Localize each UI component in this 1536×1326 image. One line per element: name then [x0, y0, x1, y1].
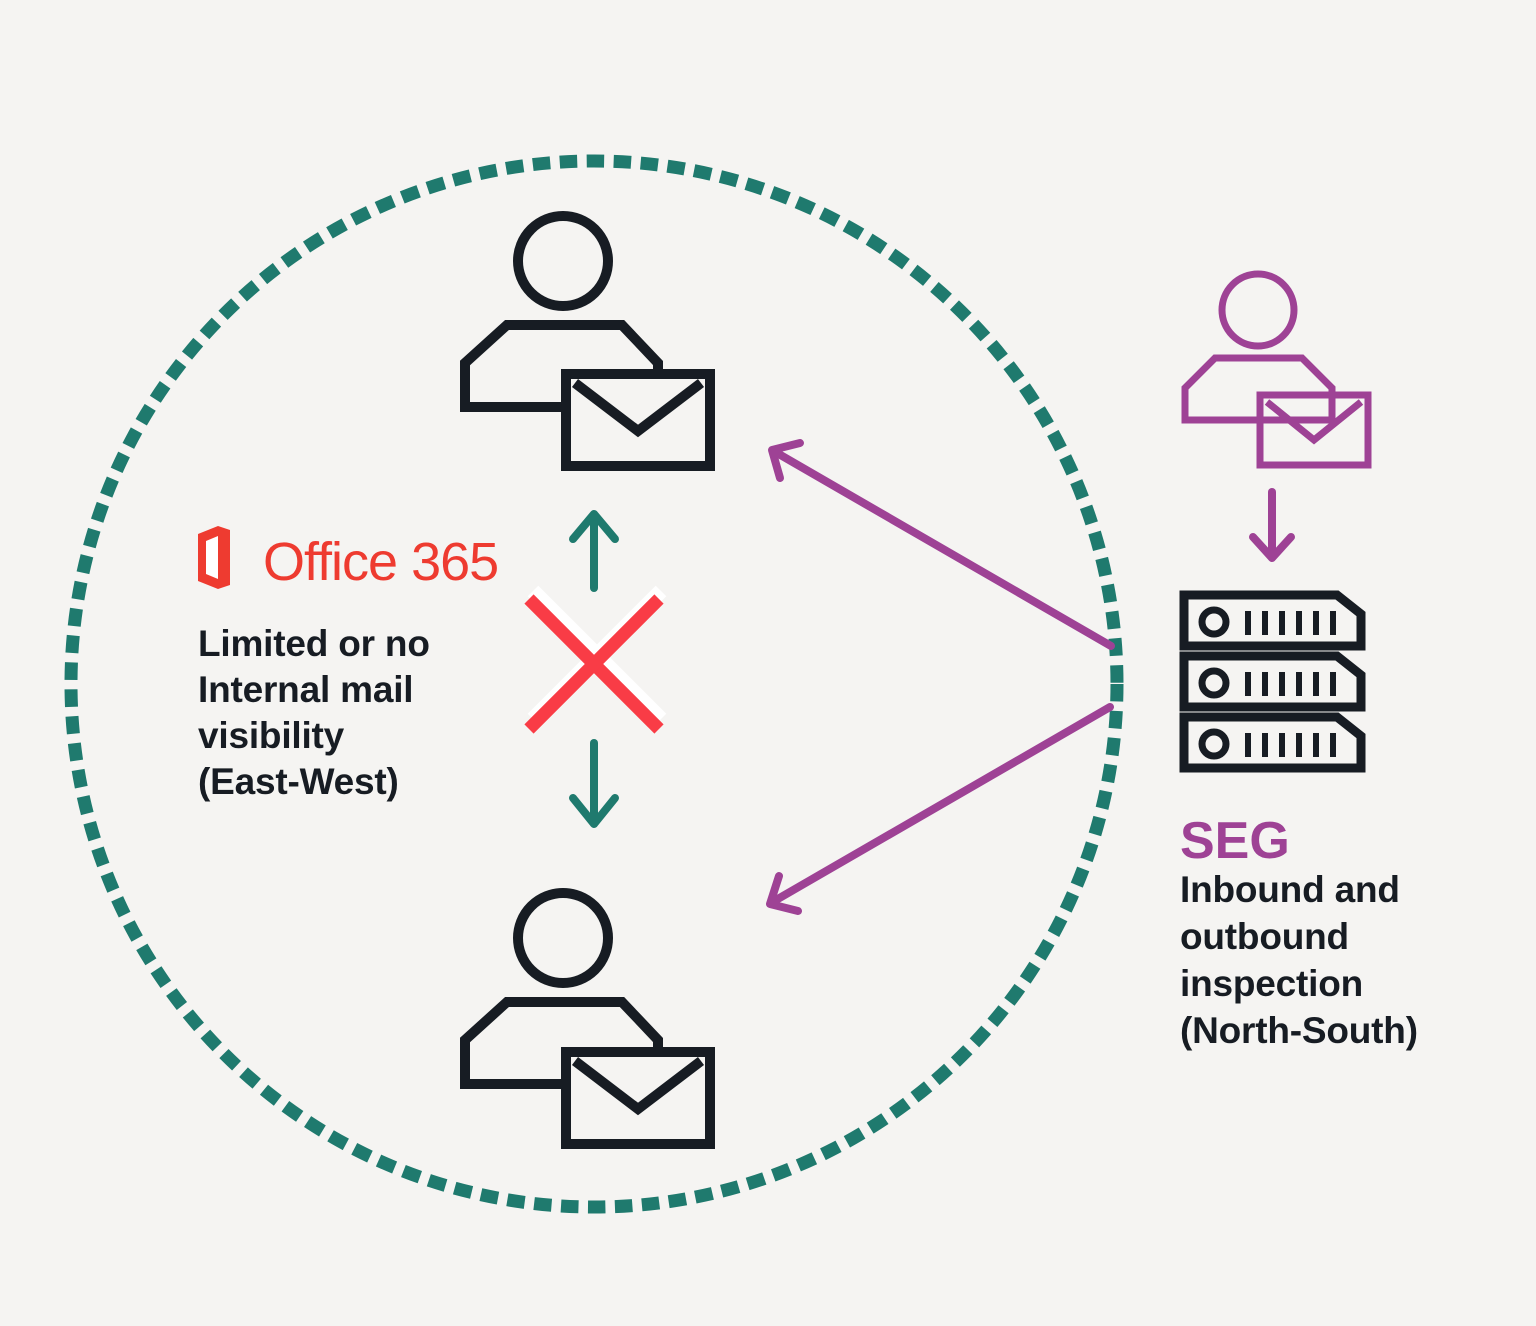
server-stack-icon [1179, 590, 1366, 773]
external-user-icon [1181, 270, 1372, 469]
east-west-arrows-icon [569, 510, 619, 828]
user-head-icon [513, 888, 613, 988]
seg-title: SEG [1180, 812, 1290, 870]
caption-line: Internal mail [198, 669, 414, 710]
caption-line: inspection [1180, 963, 1364, 1004]
server-unit-icon [1179, 590, 1366, 651]
user-head-icon [1218, 270, 1298, 350]
up-arrowhead-icon [569, 510, 619, 543]
server-unit-icon [1179, 712, 1366, 773]
caption-line: Limited or no [198, 623, 430, 664]
inbound-down-arrow-icon [1249, 488, 1295, 562]
seg-caption: Inbound and outbound inspection (North-S… [1180, 866, 1418, 1054]
lower-arrowhead-icon [766, 872, 802, 915]
north-south-arrows-icon [766, 439, 1115, 915]
user-head-icon [513, 211, 613, 311]
office365-boundary-dashed-circle-icon [64, 154, 1124, 1214]
envelope-icon [561, 369, 715, 471]
office-365-logo-icon [198, 526, 230, 589]
caption-line: (East-West) [198, 761, 399, 802]
caption-line: visibility [198, 715, 345, 756]
caption-line: outbound [1180, 916, 1349, 957]
caption-line: (North-South) [1180, 1010, 1418, 1051]
internal-user-bottom-icon [460, 888, 715, 1149]
red-cross-icon [524, 585, 667, 734]
upper-arrowhead-icon [768, 439, 804, 482]
envelope-icon [561, 1047, 715, 1149]
down-arrowhead-icon [1249, 533, 1295, 562]
internal-user-top-icon [460, 211, 715, 471]
envelope-icon [1256, 391, 1372, 469]
caption-line: Inbound and [1180, 869, 1400, 910]
user-body-icon [1181, 354, 1336, 424]
office365-wordmark: Office 365 [263, 532, 499, 592]
office365-caption: Limited or no Internal mail visibility (… [198, 621, 430, 805]
down-arrowhead-icon [569, 794, 619, 828]
server-unit-icon [1179, 651, 1366, 712]
